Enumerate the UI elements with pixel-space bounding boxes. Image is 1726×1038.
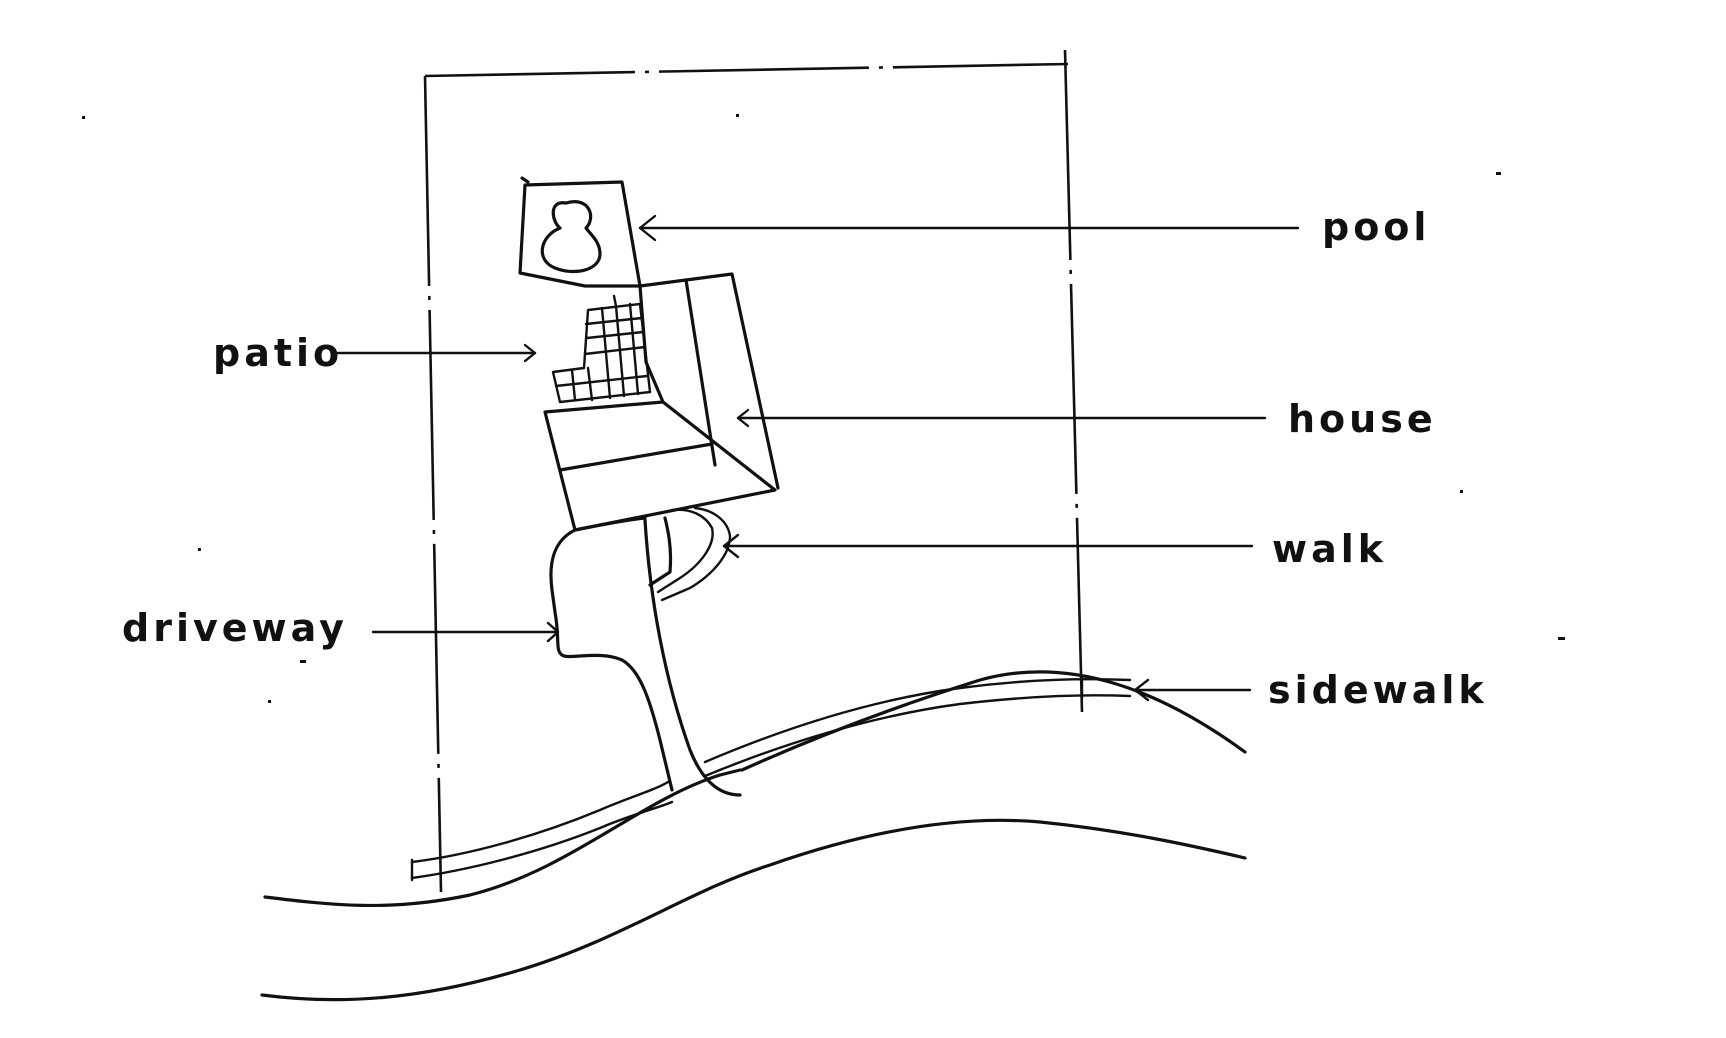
label-house: house	[1288, 397, 1437, 441]
label-sidewalk: sidewalk	[1268, 668, 1488, 712]
patio-grid	[551, 294, 652, 404]
leader-driveway	[371, 621, 560, 643]
leader-patio	[336, 343, 537, 363]
label-pool: pool	[1322, 205, 1430, 249]
scan-specks	[82, 114, 1565, 703]
pool-shape	[518, 176, 642, 288]
street	[260, 670, 1247, 1002]
walk-path	[648, 506, 732, 602]
leader-sidewalk	[1133, 678, 1252, 702]
label-driveway: driveway	[122, 606, 348, 650]
sidewalk-path	[410, 676, 1132, 882]
property-boundary	[423, 49, 1084, 893]
leader-walk	[722, 533, 1254, 559]
leader-house	[736, 408, 1267, 428]
driveway-shape	[549, 516, 742, 797]
leader-pool	[638, 214, 1300, 242]
label-patio: patio	[213, 331, 343, 375]
label-walk: walk	[1272, 527, 1387, 571]
house-shape	[543, 272, 780, 532]
